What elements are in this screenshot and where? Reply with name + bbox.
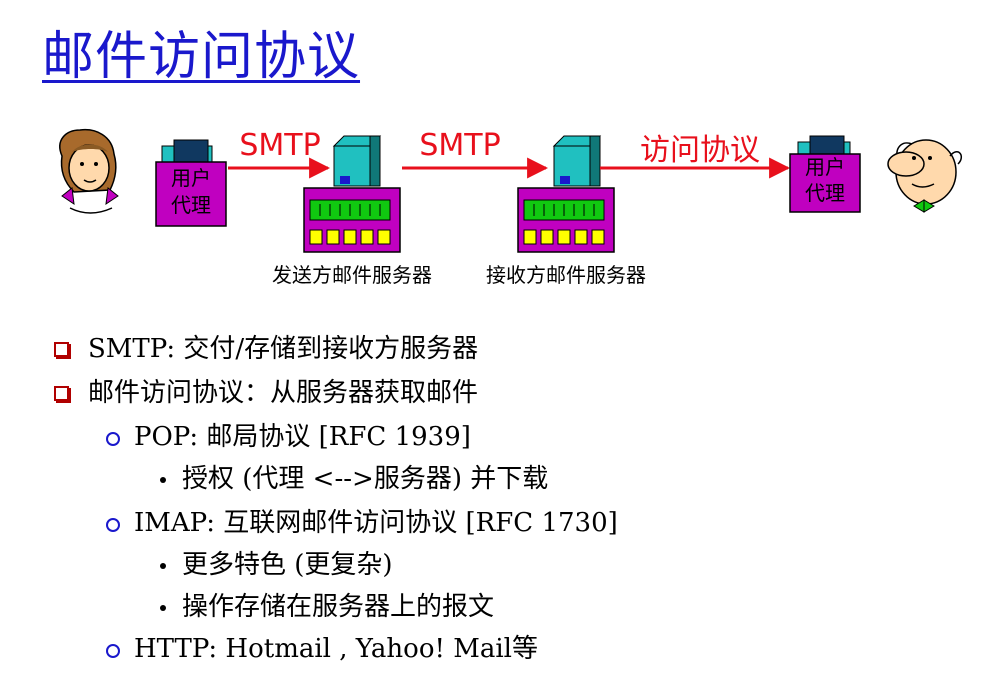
right-agent-label-line1: 用户 — [805, 155, 845, 179]
circle-bullet-icon — [106, 644, 120, 658]
receiver-mail-server-icon — [517, 135, 615, 253]
arrow2-label: SMTP — [419, 128, 500, 163]
receiver-server-label: 接收方邮件服务器 — [486, 263, 646, 287]
circle-bullet-icon — [106, 432, 120, 446]
arrow1-label: SMTP — [239, 128, 320, 163]
right-agent-label-line2: 代理 — [805, 181, 845, 205]
bullet-item: POP: 邮局协议 [RFC 1939] — [106, 420, 471, 454]
sender-mail-server-icon — [303, 135, 401, 253]
left-agent-label-line2: 代理 — [171, 193, 211, 217]
bullet-item: 授权 (代理 <-->服务器) 并下载 — [160, 462, 548, 496]
bullet-item: 邮件访问协议：从服务器获取邮件 — [54, 376, 478, 410]
slide-title: 邮件访问协议 — [42, 27, 361, 87]
bullet-item: SMTP: 交付/存储到接收方服务器 — [54, 332, 478, 366]
bullet-item: HTTP: Hotmail , Yahoo! Mail等 — [106, 632, 538, 666]
bullet-item: 操作存储在服务器上的报文 — [160, 590, 494, 624]
mail-flow-diagram: 用户 代理 SMTP 发送方邮件服务器 SMTP — [59, 128, 962, 287]
left-user-agent-box: 用户 代理 — [155, 161, 227, 227]
man-user-icon — [887, 139, 962, 213]
arrow3-label: 访问协议 — [640, 133, 760, 168]
right-user-agent-box: 用户 代理 — [789, 153, 861, 213]
bullet-item: 更多特色 (更复杂) — [160, 548, 393, 582]
square-bullet-icon — [54, 342, 69, 357]
sender-server-label: 发送方邮件服务器 — [272, 263, 432, 287]
woman-user-icon — [59, 128, 119, 214]
dot-bullet-icon — [160, 605, 166, 611]
circle-bullet-icon — [106, 518, 120, 532]
dot-bullet-icon — [160, 563, 166, 569]
bullet-item: IMAP: 互联网邮件访问协议 [RFC 1730] — [106, 506, 618, 540]
dot-bullet-icon — [160, 477, 166, 483]
left-agent-label-line1: 用户 — [171, 166, 211, 190]
square-bullet-icon — [54, 386, 69, 401]
